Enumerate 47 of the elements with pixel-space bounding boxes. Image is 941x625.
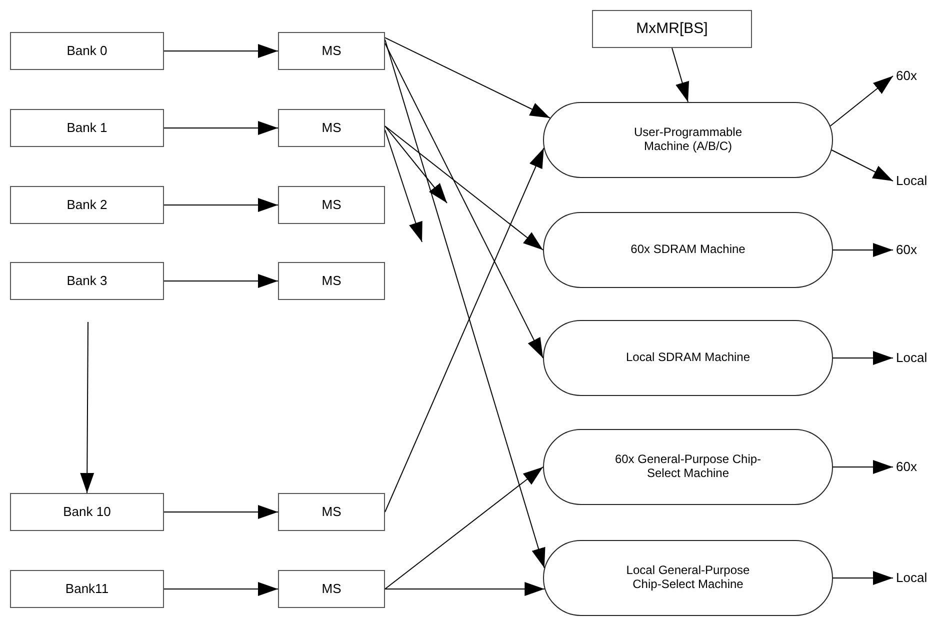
arrow — [384, 148, 544, 512]
bank-box: Bank 0 — [10, 32, 164, 70]
machine-box: 60x SDRAM Machine — [543, 212, 833, 288]
output-label: Local — [896, 172, 938, 190]
bank-box: Bank 1 — [10, 109, 164, 147]
register-box: MxMR[BS] — [592, 10, 752, 48]
arrow — [384, 126, 448, 204]
machine-box: 60x General-Purpose Chip-Select Machine — [543, 429, 833, 505]
arrow — [830, 76, 894, 126]
arrow — [832, 351, 894, 365]
machine-box: Local General-Purpose Chip-Select Machine — [543, 540, 833, 616]
output-label: Local — [896, 569, 938, 587]
bank-box: Bank 2 — [10, 186, 164, 224]
ms-box: MS — [278, 262, 385, 300]
arrow — [164, 121, 278, 135]
arrow — [384, 126, 544, 250]
arrow — [832, 460, 894, 474]
arrow — [832, 571, 894, 585]
ms-box: MS — [278, 109, 385, 147]
arrow — [384, 37, 551, 118]
bank-box: Bank 3 — [10, 262, 164, 300]
arrow — [384, 42, 544, 358]
ms-box: MS — [278, 570, 385, 608]
output-label: 60x — [896, 241, 938, 259]
arrow — [832, 243, 894, 257]
arrow — [164, 44, 278, 58]
machine-box: Local SDRAM Machine — [543, 320, 833, 396]
machine-box: User-Programmable Machine (A/B/C) — [543, 102, 833, 178]
bank-box: Bank 10 — [10, 493, 164, 531]
arrow — [164, 198, 278, 212]
arrow — [672, 48, 690, 102]
arrow — [384, 466, 544, 590]
arrow — [164, 274, 278, 288]
arrow — [164, 505, 278, 519]
output-label: 60x — [896, 67, 938, 85]
arrow — [384, 39, 546, 568]
arrow — [164, 582, 278, 596]
arrow — [384, 129, 422, 242]
arrow — [831, 150, 894, 182]
output-label: 60x — [896, 458, 938, 476]
bank-box: Bank11 — [10, 570, 164, 608]
output-label: Local — [896, 349, 938, 367]
ms-box: MS — [278, 32, 385, 70]
ms-box: MS — [278, 186, 385, 224]
ms-box: MS — [278, 493, 385, 531]
arrow — [384, 582, 546, 596]
arrow — [80, 322, 94, 494]
